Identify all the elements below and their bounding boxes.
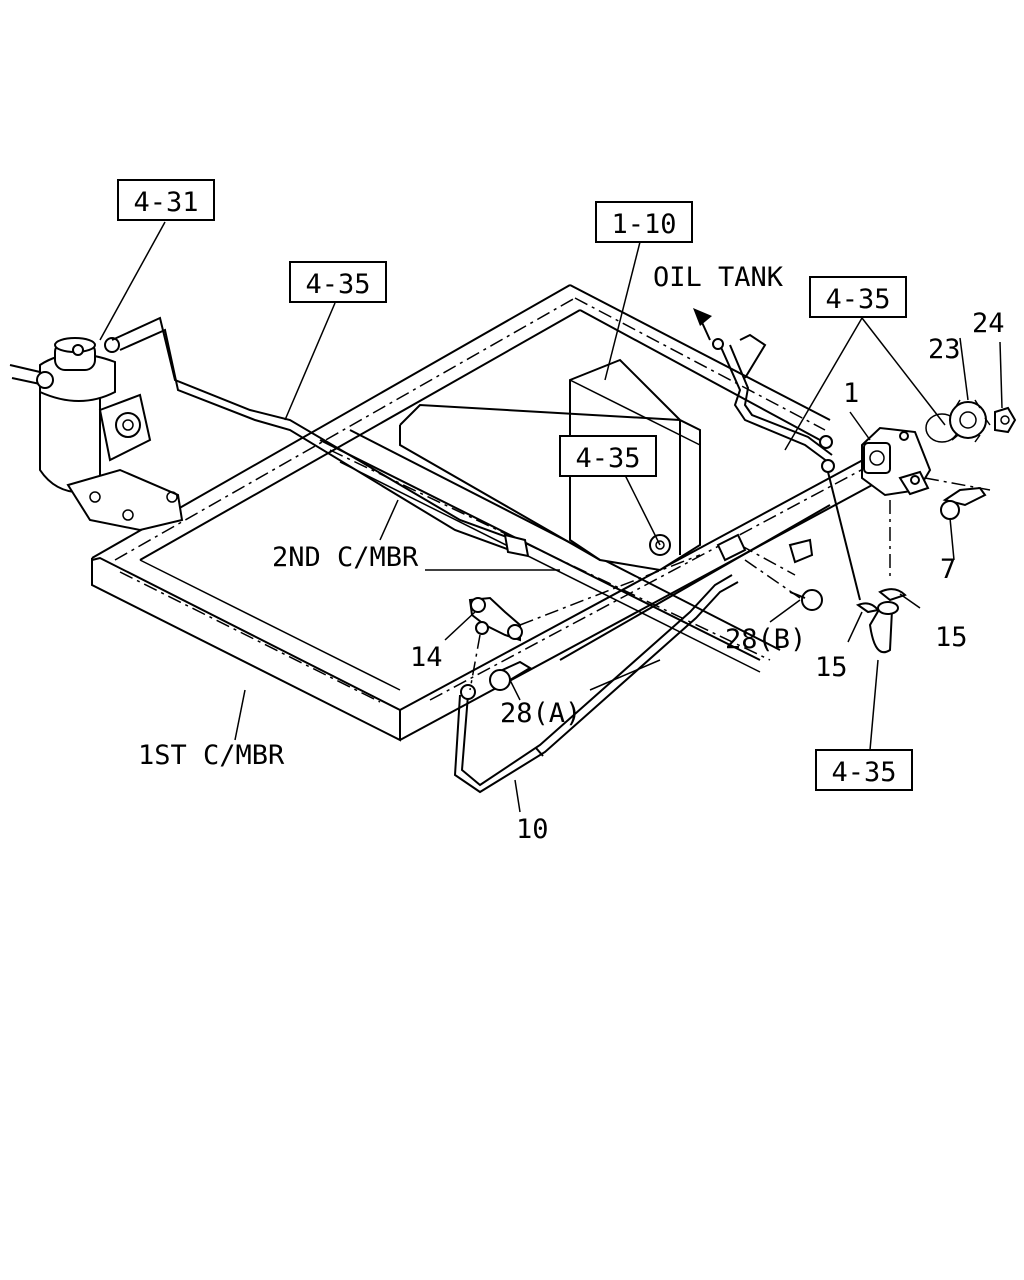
part-15-right-label: 15 (935, 622, 968, 653)
first-cmbr-label: 1ST C/MBR (138, 740, 285, 771)
ref-4-31-label: 4-31 (133, 187, 198, 218)
pump-part-1 (861, 426, 932, 497)
part-15-left-label: 15 (815, 652, 848, 683)
ref-1-10-label: 1-10 (611, 209, 676, 240)
ref-box-4-35-upper-right[interactable]: 4-35 (809, 276, 907, 318)
oil-tank-pipe (712, 333, 861, 601)
ref-4-35-upper-right-label: 4-35 (825, 284, 890, 315)
fuel-pipe-upper (111, 316, 530, 558)
leader-lines (99, 221, 1003, 813)
part-24-label: 24 (972, 308, 1005, 339)
part-28b-label: 28(B) (725, 624, 806, 655)
ref-box-1-10[interactable]: 1-10 (595, 201, 693, 243)
oil-tank-arrow (693, 308, 712, 341)
ref-box-4-35-upper-left[interactable]: 4-35 (289, 261, 387, 303)
bolt-part-28a (489, 660, 532, 691)
ref-box-4-35-lower-right[interactable]: 4-35 (815, 749, 913, 791)
part-10-label: 10 (516, 814, 549, 845)
centerline-2nd-cmbr (519, 554, 701, 626)
bracket-28b (716, 533, 823, 611)
part-7-label: 7 (940, 554, 956, 585)
ref-box-4-35-mid[interactable]: 4-35 (559, 435, 657, 477)
second-cmbr-label: 2ND C/MBR (272, 542, 419, 573)
ref-4-35-upper-left-label: 4-35 (305, 269, 370, 300)
o-ring-and-gear (925, 399, 1017, 443)
bolt-part-7 (924, 477, 991, 520)
part-23-label: 23 (928, 334, 961, 365)
elbow-part-14 (468, 596, 523, 691)
part-14-label: 14 (410, 642, 443, 673)
hose-assembly (855, 500, 907, 654)
ref-4-35-lower-right-label: 4-35 (831, 757, 896, 788)
ref-box-4-31[interactable]: 4-31 (117, 179, 215, 221)
oil-tank-label: OIL TANK (653, 262, 784, 293)
fuel-filter-assembly (9, 337, 184, 532)
pipe-part-10 (453, 574, 739, 794)
ref-4-35-mid-label: 4-35 (575, 443, 640, 474)
part-28a-label: 28(A) (500, 698, 581, 729)
part-1-label: 1 (843, 378, 859, 409)
